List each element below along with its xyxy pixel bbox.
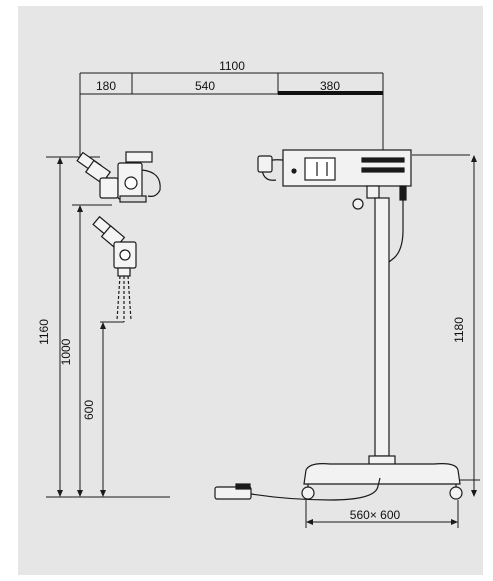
seg-right-label: 380: [320, 79, 340, 93]
column: [374, 197, 390, 457]
caster-left: [301, 486, 315, 500]
height-eyepiece-label: 1000: [59, 338, 73, 365]
base-footprint-label: 560× 600: [350, 508, 401, 522]
arm-length-bar: [278, 91, 383, 95]
seg-left-label: 180: [96, 79, 116, 93]
right-dimension: [412, 154, 480, 494]
microscope-head-lower: [92, 215, 137, 322]
stand: [257, 149, 463, 500]
foot-pedal: [214, 477, 381, 501]
base: [303, 463, 461, 485]
microscope-head-upper: [76, 151, 161, 203]
height-total-label: 1160: [37, 319, 51, 345]
arm-control-panel: [304, 157, 336, 181]
overall-width-label: 1100: [219, 59, 245, 73]
left-dimensions: [46, 156, 170, 498]
height-working-label: 600: [82, 400, 96, 420]
right-arrowheads: [471, 155, 477, 497]
seg-mid-label: 540: [195, 79, 215, 93]
base-dimension: [305, 500, 459, 528]
base-arrowheads: [306, 519, 458, 525]
left-arrowheads: [57, 157, 106, 497]
height-arm-label: 1180: [452, 317, 466, 343]
caster-right: [449, 486, 463, 500]
